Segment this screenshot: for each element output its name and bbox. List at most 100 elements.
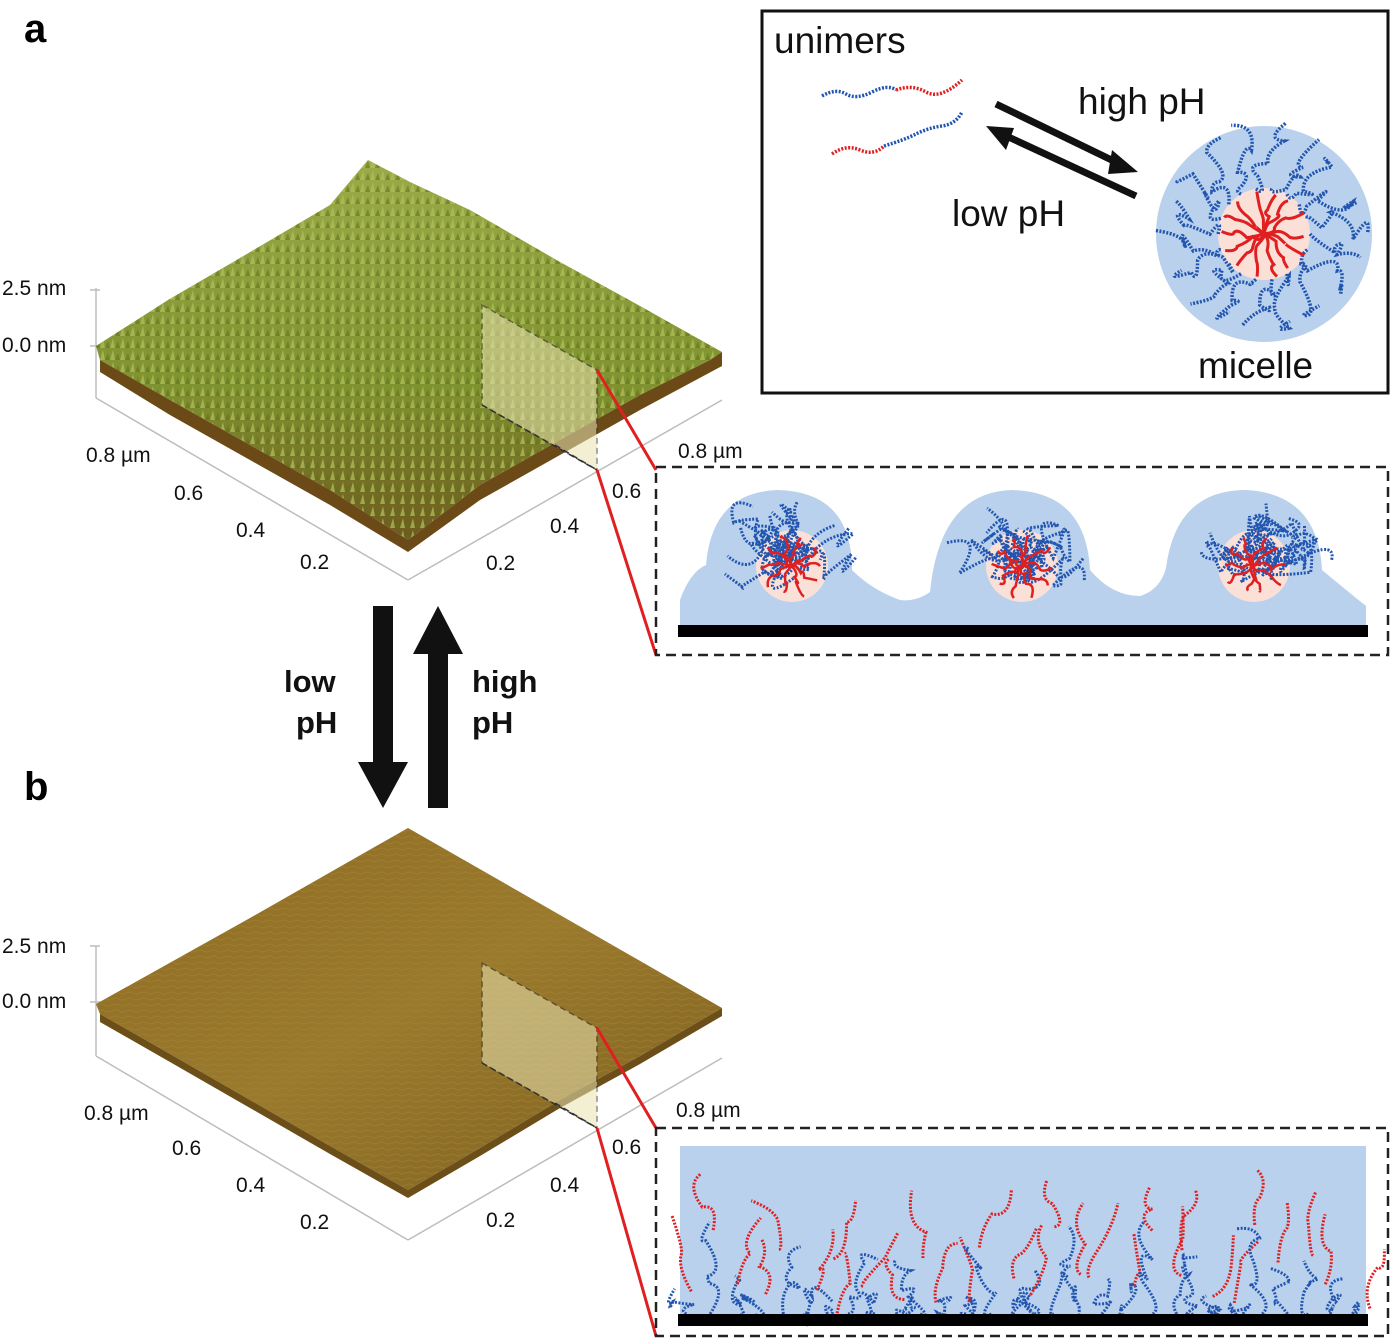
red-block <box>884 1257 905 1301</box>
panel-b-z-tick: 0.0 nm <box>2 990 66 1013</box>
core-chain <box>999 564 1023 586</box>
red-block <box>1306 1191 1317 1257</box>
panel-b-x-tick: 0.6 <box>172 1137 201 1160</box>
red-block <box>1365 1249 1386 1310</box>
corona-chain <box>776 529 807 555</box>
panel-b-x-tick: 0.4 <box>236 1174 266 1197</box>
panel-a-callout <box>595 369 658 656</box>
core-chain <box>791 565 805 598</box>
blue-block <box>1091 1278 1113 1315</box>
core-chain <box>1221 229 1265 240</box>
panel-a-schematic <box>654 465 1390 657</box>
blue-block <box>963 1245 998 1317</box>
corona-chain <box>1155 228 1222 262</box>
corona-chain <box>1208 532 1274 584</box>
panel-a-y-tick: 0.2 <box>486 552 515 575</box>
blue-block <box>1236 1226 1268 1316</box>
panel-a-x-tick: 0.4 <box>236 519 266 542</box>
corona-chain <box>1251 516 1301 555</box>
core-chain <box>1262 232 1279 278</box>
corona-chain <box>726 541 787 575</box>
corona-chain <box>1246 537 1281 575</box>
corona-chain <box>809 549 859 581</box>
red-block <box>1179 1190 1199 1251</box>
red-block <box>933 1241 958 1303</box>
corona-chain <box>1005 529 1036 585</box>
corona-chains <box>724 501 1334 590</box>
core-chain <box>1225 233 1266 253</box>
panel-a: a 2.5 nm 0.0 nm 0.8 µm 0.6 0.4 0.2 0.8 µ… <box>2 7 1390 657</box>
core-chain <box>1226 564 1256 585</box>
core-chain <box>791 561 822 569</box>
panel-b-y-tick: 0.4 <box>550 1174 580 1197</box>
core-chain <box>767 547 793 568</box>
panel-b-y-tick: 0.2 <box>486 1209 515 1232</box>
micelle-core-chains <box>1221 191 1306 278</box>
blue-block <box>1060 1271 1082 1317</box>
corona-chain <box>1250 121 1291 193</box>
corona-chain <box>1190 267 1242 306</box>
red-block <box>832 1199 858 1261</box>
panel-a-axes <box>90 288 723 581</box>
core-chain <box>783 564 794 593</box>
core-chain <box>766 564 793 588</box>
inset-equilibrium: unimers high pH low pH micelle <box>760 9 1390 395</box>
swollen-layer <box>680 1146 1366 1320</box>
corona-chain <box>1305 210 1370 241</box>
corona-chain <box>774 501 803 570</box>
core-chain <box>1263 211 1305 236</box>
substrate <box>678 625 1368 637</box>
blue-block <box>1325 1277 1344 1315</box>
corona-chain <box>945 539 1028 580</box>
core-chain <box>788 537 805 567</box>
red-block <box>1029 1223 1049 1296</box>
corona-chain <box>770 504 811 569</box>
corona-chain <box>1240 279 1279 327</box>
blue-block <box>1300 1260 1322 1317</box>
up-arrow-label-line1: high <box>472 664 537 699</box>
panel-b-x-tick: 0.8 µm <box>84 1102 149 1125</box>
red-block <box>1252 1168 1265 1226</box>
unimers-label: unimers <box>774 20 906 61</box>
panel-a-label: a <box>24 7 47 51</box>
inset-equilibrium-arrows <box>986 100 1138 200</box>
blue-block <box>1011 1294 1041 1316</box>
panel-a-z-tick: 2.5 nm <box>2 277 66 300</box>
panel-b-label: b <box>24 765 48 809</box>
panel-b-z-tick: 2.5 nm <box>2 935 66 958</box>
red-block <box>977 1189 1013 1248</box>
panel-b-callout <box>595 1027 658 1337</box>
core-chain <box>1253 561 1286 573</box>
panel-a-afm-surface <box>96 160 722 552</box>
corona-chain <box>1231 123 1254 196</box>
corona-chain <box>1009 537 1047 578</box>
panel-a-z-tick: 0.0 nm <box>2 334 66 357</box>
blue-block <box>802 1286 834 1315</box>
red-block <box>908 1190 928 1259</box>
corona-chain <box>738 519 810 572</box>
red-block <box>1172 1206 1185 1277</box>
red-block <box>835 1251 852 1318</box>
blue-block <box>700 1221 721 1315</box>
ph-switch-arrows: low pH high pH <box>284 606 537 808</box>
corona-chain <box>769 502 796 572</box>
blue-block <box>1115 1281 1138 1321</box>
corona-chain <box>1272 270 1294 331</box>
corona-chain <box>1299 248 1344 296</box>
substrate <box>678 1314 1368 1326</box>
core-chain <box>1252 546 1278 567</box>
core-chain <box>1263 232 1289 269</box>
corona-chain <box>1298 261 1321 318</box>
blue-block <box>846 1253 879 1316</box>
corona-chain <box>1172 252 1235 279</box>
red-block <box>1232 1239 1260 1304</box>
core-chain <box>1230 546 1255 568</box>
corona-chain <box>1238 520 1307 565</box>
corona-chain <box>768 514 802 570</box>
panel-b-schematic <box>654 1126 1390 1338</box>
up-arrow-label-line2: pH <box>472 705 513 740</box>
panel-a-x-tick: 0.6 <box>174 482 203 505</box>
panel-b-axes <box>90 945 723 1241</box>
blue-block <box>781 1245 803 1315</box>
core-chain <box>1224 562 1255 570</box>
